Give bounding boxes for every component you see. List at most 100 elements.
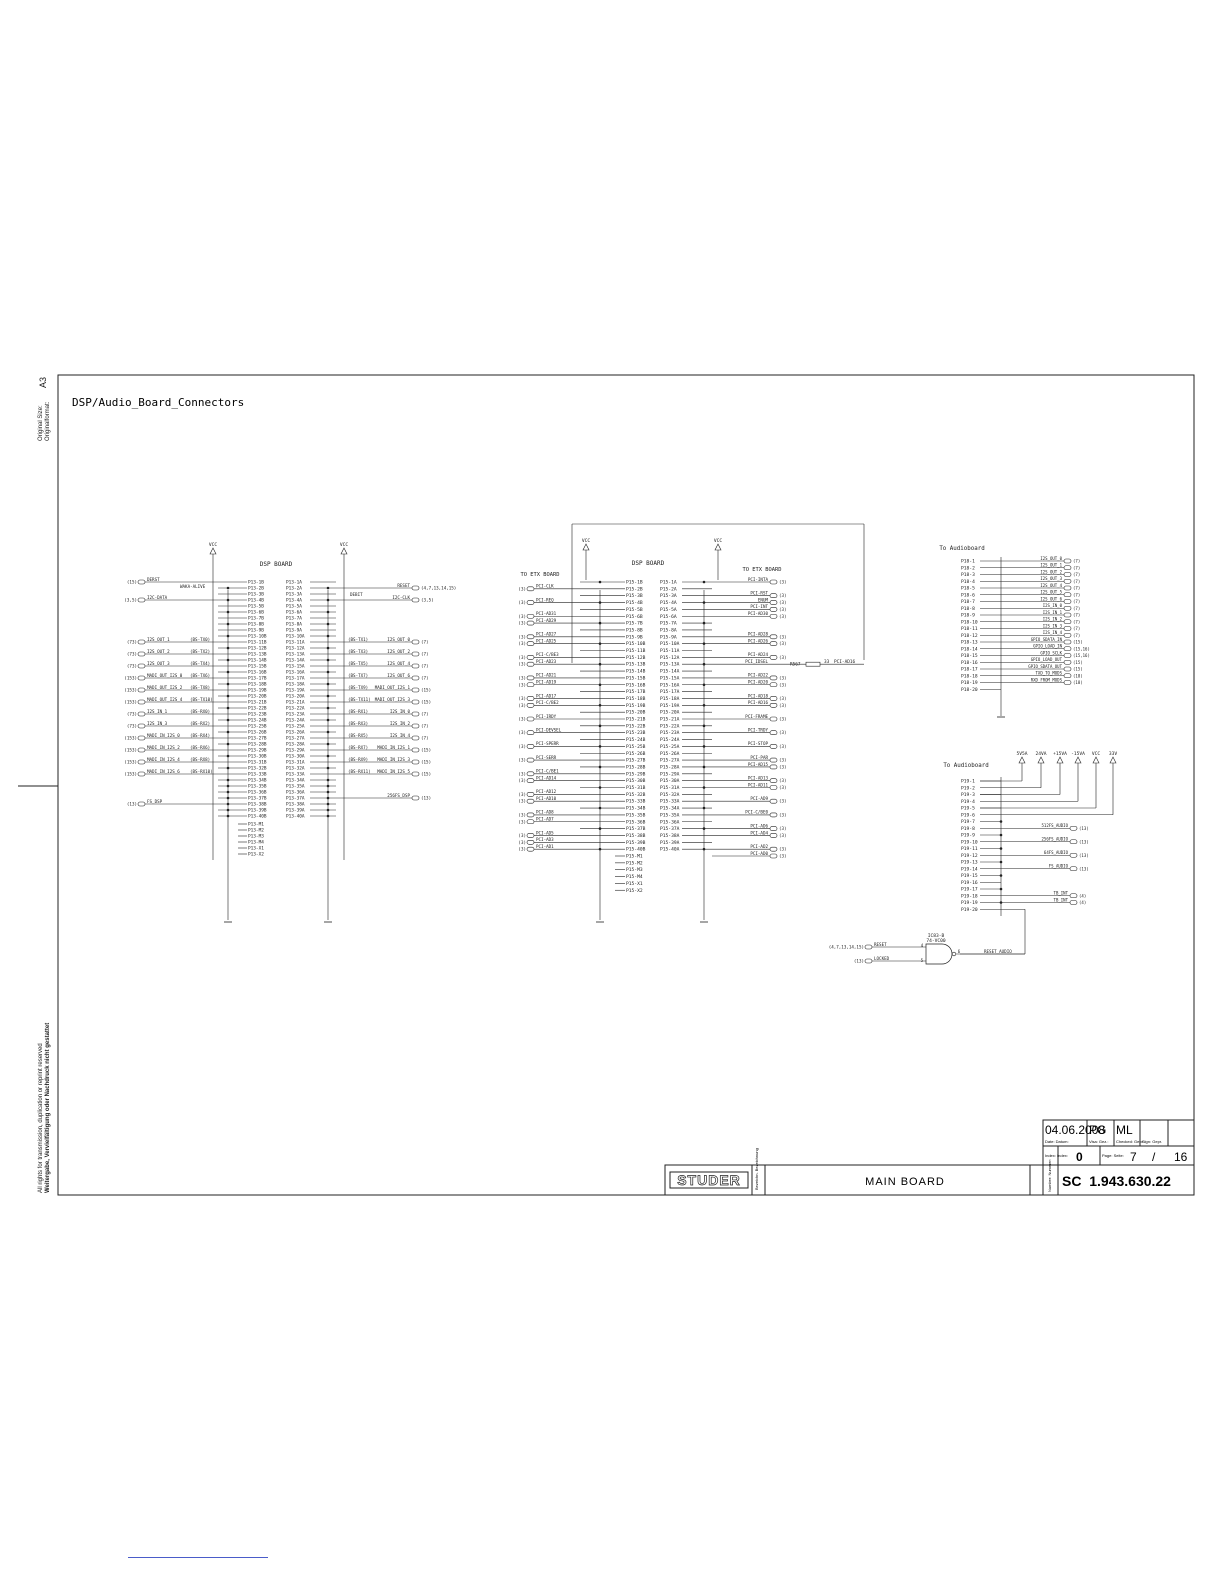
signal-name: I2S_OUT_2 xyxy=(387,649,410,654)
pin-label: P19-9 xyxy=(961,833,975,839)
junction-dot xyxy=(326,718,330,722)
port-connector xyxy=(137,771,146,777)
vcc-label: VCC xyxy=(209,542,218,548)
original-size-label: Original Size: xyxy=(38,405,44,441)
junction-dot xyxy=(226,598,230,602)
signal-name: GPIO_SCLK xyxy=(1040,650,1062,655)
pin-label-b: P15-20B xyxy=(626,710,646,716)
bus-tag: (BS-RX5) xyxy=(348,733,368,738)
pin-label-a: P15-22A xyxy=(660,723,680,729)
net-label: WAKA-ALIVE xyxy=(180,584,206,589)
pin-label-a: P13-13A xyxy=(286,652,305,658)
junction-dot xyxy=(702,601,706,604)
port-connector xyxy=(1063,585,1072,591)
signal-ref: (153) xyxy=(124,736,137,741)
junction-dot xyxy=(326,742,330,746)
pin-label-a: P15-26A xyxy=(660,751,680,757)
bus-tag: (BS-TX2) xyxy=(190,649,210,654)
port-connector xyxy=(411,699,420,705)
pin-label-a: P13-23A xyxy=(286,712,305,718)
extra-pin-label: P13-M4 xyxy=(248,840,264,846)
junction-dot xyxy=(226,670,230,674)
signal-ref: (3) xyxy=(518,675,526,680)
signal-name: PCI-C/BE1 xyxy=(536,769,559,774)
pin-label-b: P13-20B xyxy=(248,694,267,700)
junction-dot xyxy=(702,847,706,851)
junction-dot xyxy=(702,621,706,625)
pin-label-a: P13-11A xyxy=(286,640,305,646)
port-connector xyxy=(411,597,420,603)
signal-ref: (15) xyxy=(421,700,431,705)
port-connector xyxy=(137,579,146,585)
pin-label-a: P13-17A xyxy=(286,676,305,682)
pin-label-b: P15-39B xyxy=(626,840,646,846)
drawn-by: PG xyxy=(1089,1123,1106,1137)
junction-dot xyxy=(702,580,706,584)
pin-label: P18-8 xyxy=(961,606,975,612)
pin-label-b: P15-30B xyxy=(626,778,646,784)
pin-label: P18-16 xyxy=(961,660,978,666)
junction-dot xyxy=(326,814,330,818)
junction-dot xyxy=(226,718,230,722)
signal-ref: (7) xyxy=(421,712,429,717)
signal-name: TB_INT xyxy=(1054,891,1069,896)
junction-dot xyxy=(326,610,330,614)
port-connector xyxy=(526,655,535,660)
signal-name: I2S_IN_0 xyxy=(1043,603,1063,608)
signal-ref: (7) xyxy=(1073,606,1080,611)
signal-name: PCI-AD18 xyxy=(748,693,769,698)
port-connector xyxy=(1069,852,1078,858)
junction-dot xyxy=(226,790,230,794)
pin-label-b: P13-4B xyxy=(248,598,264,604)
signal-name: PCI-SPERR xyxy=(536,741,559,746)
pin-label-b: P13-16B xyxy=(248,670,267,676)
resistor-r567 xyxy=(805,661,821,667)
pin-label-a: P15-35A xyxy=(660,812,680,818)
signal-name: PCI-AD16 xyxy=(748,700,769,705)
signal-ref: (3) xyxy=(779,614,787,619)
title-block xyxy=(664,1119,1195,1196)
signal-ref: (3) xyxy=(518,634,526,639)
signal-ref: (3) xyxy=(518,730,526,735)
port-connector xyxy=(1069,893,1078,899)
port-connector xyxy=(137,699,146,705)
desc-label: Bezeichn. Bezeichnung xyxy=(754,1148,759,1190)
signal-ref: (3) xyxy=(779,758,787,763)
pin-label-a: P15-39A xyxy=(660,840,680,846)
junction-dot xyxy=(326,796,330,800)
port-connector xyxy=(1069,825,1078,831)
signal-ref: (7) xyxy=(1073,559,1080,564)
pin-label-b: P15-31B xyxy=(626,785,646,791)
pin-label-b: P15-8B xyxy=(626,627,643,633)
signal-name: PCI-AD22 xyxy=(748,673,769,678)
signal-ref: (7) xyxy=(421,676,429,681)
port-connector xyxy=(411,759,420,765)
pin-label-a: P13-6A xyxy=(286,610,302,616)
signal-name: PCI-AD5 xyxy=(536,830,554,835)
bus-tag: (BS-TX8) xyxy=(190,685,210,690)
signal-name: PCI-AD6 xyxy=(750,823,768,828)
port-connector xyxy=(1063,673,1072,679)
pin-label-a: P15-33A xyxy=(660,799,680,805)
port-connector xyxy=(137,651,146,657)
junction-dot xyxy=(598,662,602,666)
signal-name: PCI-INT xyxy=(750,604,768,609)
date-label: Date: Datum: xyxy=(1045,1139,1069,1144)
port-connector xyxy=(769,641,778,646)
pin-label-a: P13-8A xyxy=(286,622,302,628)
sheet-size: A3 xyxy=(38,377,48,388)
signal-ref: (3) xyxy=(779,833,787,838)
pin-label-a: P15-34A xyxy=(660,806,680,812)
signal-ref: (18) xyxy=(1073,680,1083,685)
junction-dot xyxy=(226,766,230,770)
signal-name: PCI-IRDY xyxy=(536,714,557,719)
signal-name: PCI-AD23 xyxy=(536,659,557,664)
bus-tag: (BS-RX6) xyxy=(190,745,210,750)
block-title: To Audioboard xyxy=(943,763,988,769)
approved-label: Sign: Gepr. xyxy=(1142,1139,1162,1144)
pin-label: P18-15 xyxy=(961,653,978,659)
pin-label-a: P15-38A xyxy=(660,833,680,839)
signal-ref: (3) xyxy=(518,758,526,763)
pin-label-a: P15-11A xyxy=(660,648,680,654)
pin-label: P18-14 xyxy=(961,646,978,652)
